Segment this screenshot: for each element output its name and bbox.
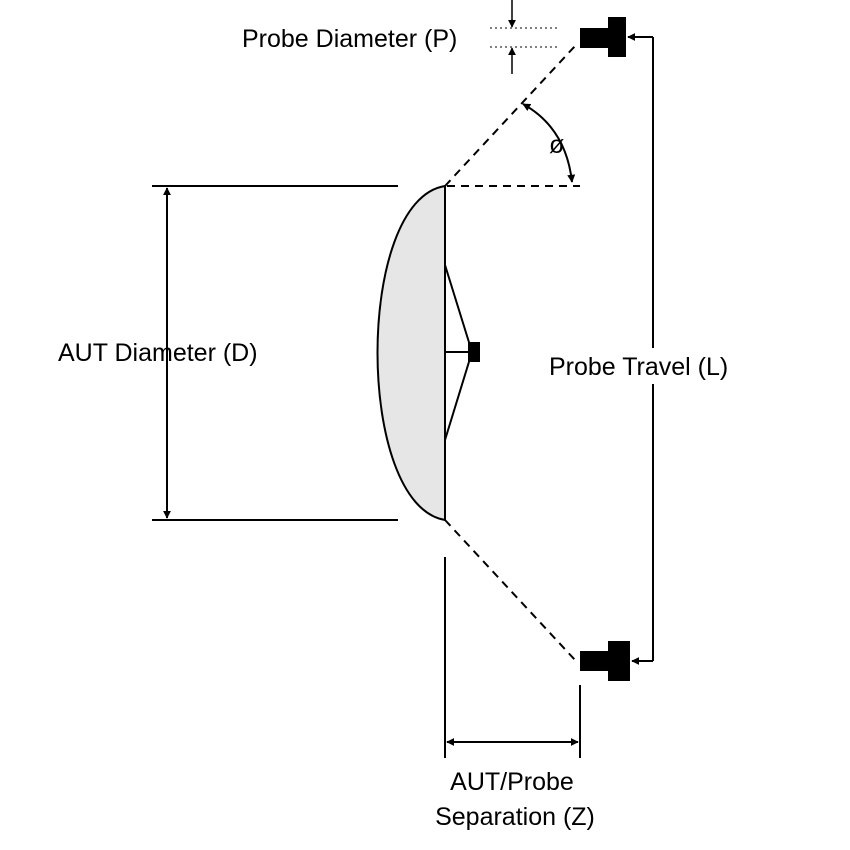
probe-travel-label: Probe Travel (L) [549, 353, 728, 381]
aut-diameter-dimension: AUT Diameter (D) [58, 185, 398, 521]
probe-icon [580, 641, 630, 681]
angle-indicator: ø [522, 103, 576, 183]
separation-label-line1: AUT/Probe [450, 768, 574, 796]
feed-icon [468, 342, 480, 362]
angle-arc [522, 103, 576, 183]
ray-bottom [444, 519, 576, 661]
separation-label-line2: Separation (Z) [435, 803, 595, 831]
angle-label: ø [549, 131, 564, 159]
feed-assembly [444, 264, 480, 441]
probe-icon [580, 17, 626, 57]
feed-strut-bottom [444, 351, 473, 441]
probe-diameter-label: Probe Diameter (P) [242, 25, 457, 53]
aut-diameter-label: AUT Diameter (D) [58, 339, 258, 367]
probe-travel-label-background [545, 348, 761, 384]
feed-strut-top [444, 264, 473, 353]
probe-travel-dimension: Probe Travel (L) [545, 33, 761, 665]
probe-diameter-dimension: Probe Diameter (P) [242, 0, 558, 74]
separation-dimension: AUT/Probe Separation (Z) [435, 557, 595, 831]
aut-dish [376, 184, 446, 522]
ray-top [444, 45, 576, 187]
